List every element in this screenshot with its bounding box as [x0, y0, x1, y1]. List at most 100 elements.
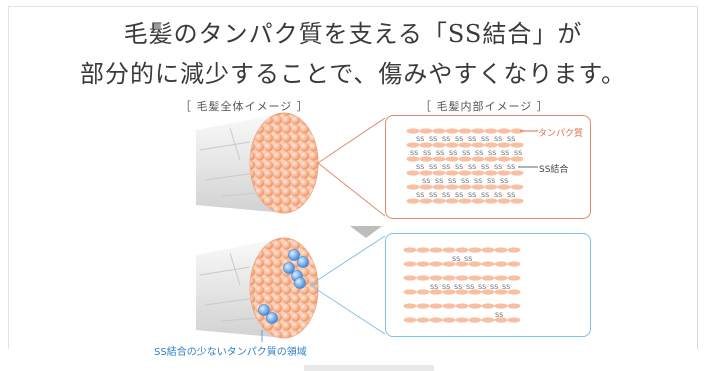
protein-fiber-segment	[403, 247, 417, 253]
protein-ball	[254, 169, 265, 179]
protein-fiber-segment	[507, 303, 521, 309]
protein-fiber-segment	[455, 303, 469, 309]
protein-ball	[290, 124, 301, 134]
protein-ball	[263, 267, 274, 277]
protein-ball	[272, 285, 283, 295]
protein-ball	[263, 187, 274, 197]
protein-ball	[250, 113, 256, 116]
protein-ball	[281, 151, 292, 161]
protein-fiber-segment	[442, 317, 456, 323]
protein-ball	[272, 249, 283, 259]
protein-fiber-segment	[510, 184, 524, 190]
protein-ball	[290, 115, 301, 125]
protein-ball	[290, 294, 301, 304]
protein-fiber-segment	[406, 170, 420, 176]
protein-fiber-segment	[442, 303, 456, 309]
ss-bond-mark: SS	[430, 283, 438, 291]
protein-ball	[263, 276, 274, 286]
protein-ball	[263, 238, 274, 241]
protein-fiber-segment	[507, 317, 521, 323]
protein-ball	[308, 113, 318, 116]
protein-fiber-segment	[429, 261, 443, 267]
protein-fiber-segment	[416, 275, 430, 281]
protein-fiber-segment	[497, 170, 511, 176]
protein-fiber-segment	[445, 142, 459, 148]
protein-ball	[281, 178, 292, 188]
protein-fiber-segment	[497, 184, 511, 190]
protein-ball	[299, 312, 310, 322]
protein-ball	[254, 258, 265, 268]
protein-fiber-segment	[484, 128, 498, 134]
protein-ball	[308, 303, 318, 313]
protein-fiber-segment	[481, 317, 495, 323]
ss-bond-mark: SS	[494, 163, 502, 171]
protein-ball	[308, 169, 318, 179]
protein-fiber-segment	[445, 184, 459, 190]
protein-ball	[290, 312, 301, 322]
protein-fiber-segment	[497, 142, 511, 148]
protein-ball	[272, 178, 283, 188]
protein-fiber-segment	[445, 170, 459, 176]
protein-fiber-segment	[429, 303, 443, 309]
protein-fiber-segment	[403, 261, 417, 267]
protein-fiber-segment	[471, 184, 485, 190]
protein-ball	[299, 124, 310, 134]
protein-ball	[299, 169, 310, 179]
protein-ball	[299, 187, 310, 197]
ss-bond-mark: SS	[500, 177, 508, 185]
protein-fiber-segment	[419, 128, 433, 134]
protein-ball	[308, 294, 318, 304]
damaged-ball	[266, 312, 278, 324]
protein-fiber-segment	[458, 184, 472, 190]
protein-fiber-segment	[445, 198, 459, 204]
protein-fiber-segment	[419, 184, 433, 190]
protein-fiber-segment	[442, 289, 456, 295]
protein-ball	[281, 238, 292, 241]
protein-ball	[308, 124, 318, 134]
protein-fiber-segment	[471, 142, 485, 148]
protein-fiber-segment	[403, 289, 417, 295]
protein-ball	[254, 178, 265, 188]
ss-bond-mark: SS	[481, 135, 489, 143]
ss-bond-mark: SS	[466, 283, 474, 291]
protein-ball	[263, 151, 274, 161]
protein-fiber-segment	[419, 198, 433, 204]
protein-fiber-segment	[458, 128, 472, 134]
protein-fiber-segment	[416, 261, 430, 267]
protein-ball	[290, 330, 301, 338]
ss-bond-mark: SS	[501, 149, 509, 157]
protein-ball	[263, 196, 274, 206]
protein-fiber-segment	[510, 170, 524, 176]
protein-fiber-segment	[458, 198, 472, 204]
protein-ball	[250, 238, 256, 241]
ss-bond-mark: SS	[502, 283, 510, 291]
protein-fiber-segment	[458, 170, 472, 176]
ss-bond-mark: SS	[495, 311, 503, 319]
protein-ball	[272, 267, 283, 277]
protein-ball	[299, 115, 310, 125]
protein-ball	[281, 187, 292, 197]
protein-fiber-segment	[403, 275, 417, 281]
protein-fiber-segment	[419, 142, 433, 148]
protein-ball	[281, 113, 292, 116]
ss-bond-mark: SS	[475, 149, 483, 157]
damaged-ball	[258, 304, 270, 316]
protein-ball	[281, 276, 292, 286]
arrow-down-icon	[350, 226, 382, 238]
protein-ball	[308, 285, 318, 295]
protein-ball	[299, 294, 310, 304]
ss-bond-mark: SS	[423, 149, 431, 157]
protein-ball	[299, 151, 310, 161]
protein-ball	[263, 321, 274, 331]
protein-fiber-segment	[510, 198, 524, 204]
protein-fiber-segment	[494, 275, 508, 281]
protein-fiber-segment	[432, 198, 446, 204]
protein-ball	[299, 160, 310, 170]
protein-ball	[272, 258, 283, 268]
protein-fiber-segment	[484, 142, 498, 148]
protein-ball	[250, 151, 256, 161]
protein-ball	[272, 142, 283, 152]
protein-fiber-segment	[432, 128, 446, 134]
ss-bond-mark: SS	[455, 135, 463, 143]
ss-bond-mark: SS	[454, 283, 462, 291]
